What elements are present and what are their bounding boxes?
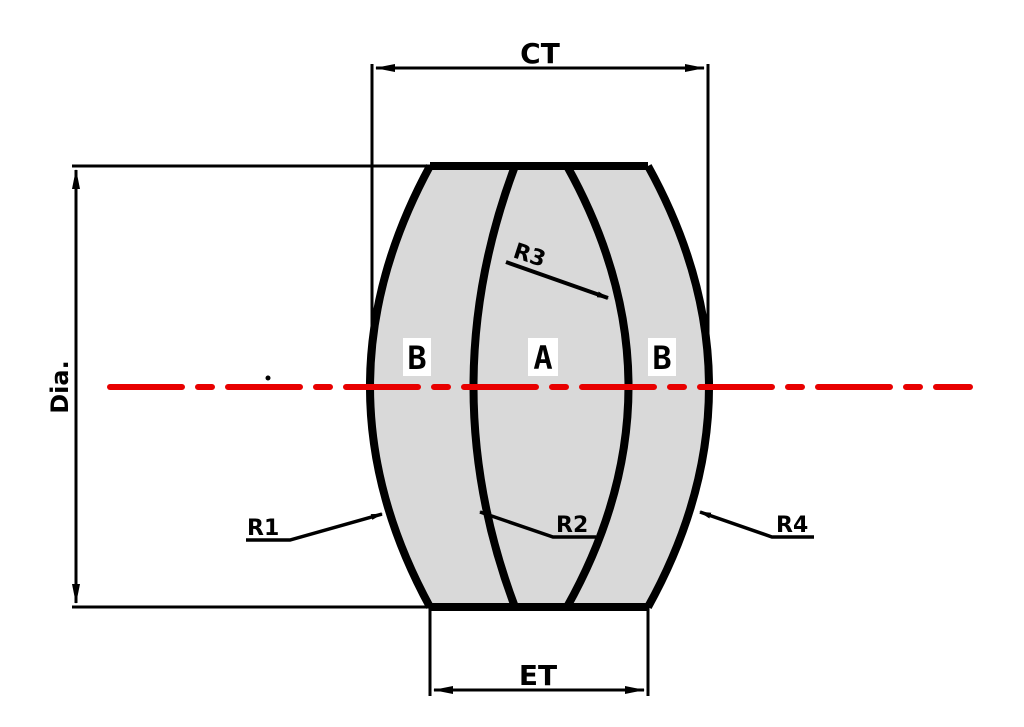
r1-label: R1 xyxy=(247,516,279,541)
r1-callout: R1 xyxy=(246,512,383,542)
diameter-dimension: Dia. xyxy=(46,169,80,604)
region-label-b-left: B xyxy=(407,339,426,377)
ct-label: CT xyxy=(520,37,560,70)
r4-callout: R4 xyxy=(699,510,814,539)
et-dimension: ET xyxy=(433,659,645,694)
r2-label: R2 xyxy=(556,513,588,538)
region-label-b-right: B xyxy=(652,339,671,377)
ct-dimension: CT xyxy=(375,37,705,72)
reference-dot xyxy=(265,375,271,381)
region-label-a: A xyxy=(533,339,552,377)
r4-label: R4 xyxy=(776,513,808,538)
diameter-label: Dia. xyxy=(46,360,74,413)
r2-callout: R2 xyxy=(479,510,596,539)
et-label: ET xyxy=(519,659,557,692)
region-labels: B A B xyxy=(403,338,676,377)
